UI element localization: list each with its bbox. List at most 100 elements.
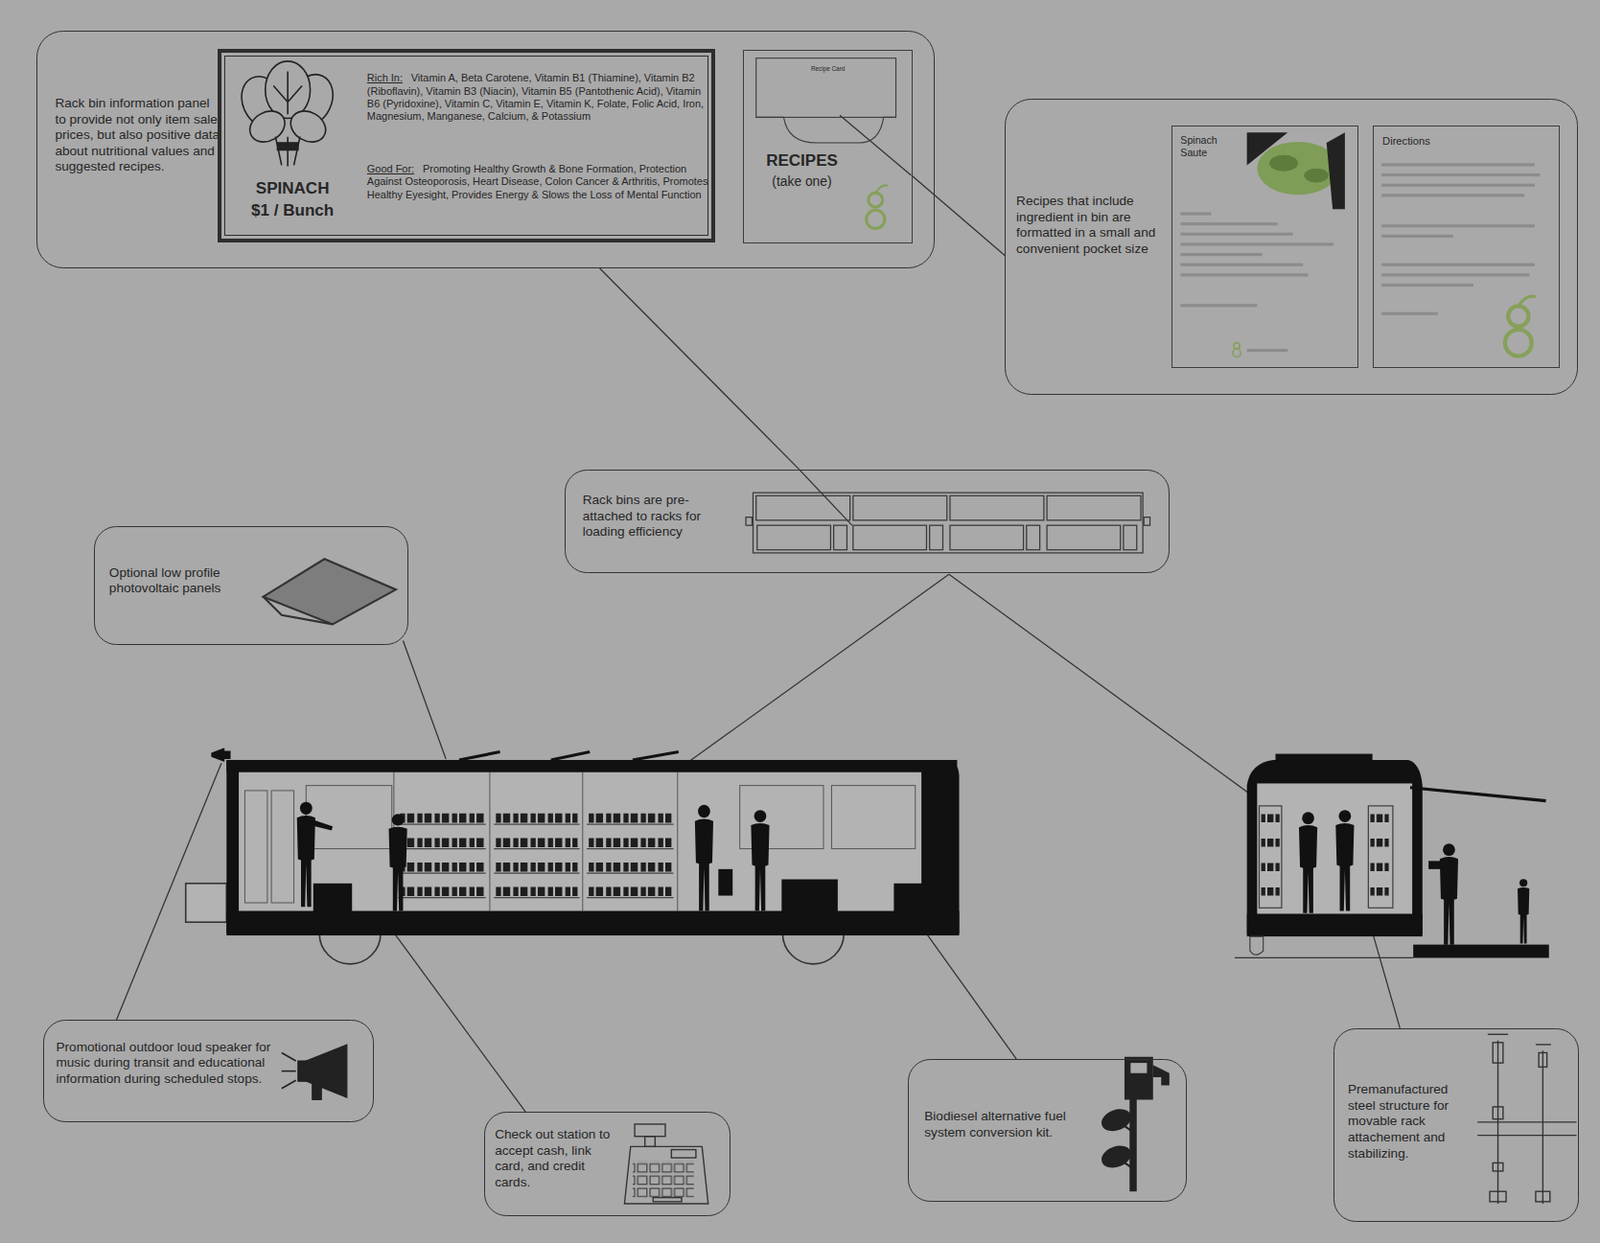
bus-rear-view-part [1275, 754, 1373, 766]
bus-side-view-part-part [493, 897, 580, 899]
callout-box: Biodiesel alternative fuel system conver… [907, 1059, 1187, 1203]
pv-panel-icon-part [263, 558, 396, 625]
illegible-text-part [1381, 224, 1535, 228]
label-text: Promotional outdoor loud speaker for mus… [55, 1040, 271, 1087]
illegible-text-part [1181, 273, 1309, 277]
bus-rear-view-part [1428, 860, 1451, 870]
logo-part [1507, 305, 1529, 326]
bus-side-view-part-part [399, 837, 484, 848]
spinach-drawing-part [273, 71, 302, 116]
logo-part [1232, 348, 1242, 358]
bus-side-view-part [921, 760, 959, 934]
bus-side-view-part [695, 805, 714, 912]
rack-drawing [745, 492, 1151, 554]
illegible-text-part [1381, 162, 1535, 166]
bus-side-view-part-part [586, 872, 673, 874]
bus-side-view-part [397, 824, 673, 899]
logo-part [1505, 329, 1532, 357]
bus-side-view-part-part [399, 886, 484, 897]
callout-box: Premanufactured steel structure for mova… [1333, 1028, 1578, 1223]
bus-side-view-part-part [493, 872, 580, 874]
label-text: Directions [1382, 135, 1431, 147]
bus-side-view-part [185, 883, 228, 923]
label-text: Optional low profile photovoltaic panels [109, 565, 222, 597]
steel-structure-drawing [1477, 1034, 1577, 1205]
recipe-pocket-part [756, 58, 897, 118]
text-block: RECIPES [743, 151, 860, 172]
logo-part [875, 185, 888, 193]
bus-side-view-part-part [397, 823, 487, 825]
bus-rear-view-part [1335, 810, 1354, 911]
bus-side-view-part-part [271, 790, 294, 904]
illegible-text [1181, 162, 1541, 352]
cash-register-icon-part [634, 1124, 666, 1137]
cash-register-icon-part [652, 1198, 682, 1203]
logo [1232, 343, 1242, 358]
text-block: Biodiesel alternative fuel system conver… [924, 1109, 1100, 1141]
illegible-text-part [1181, 242, 1335, 246]
bus-side-view-part-part [586, 848, 673, 850]
rack-drawing-part [1143, 517, 1150, 527]
label-text: Promoting Healthy Growth & Bone Formatio… [367, 162, 709, 201]
heading-label: Rich In: [367, 71, 403, 84]
bus-rear-view-part-part [1369, 813, 1391, 823]
bus-side-view-part [226, 911, 959, 937]
bus-rear-view-part [1234, 957, 1414, 959]
illegible-text-part [1181, 222, 1278, 226]
rack-drawing-part [853, 525, 928, 551]
cash-register-icon-part [632, 1160, 695, 1198]
spinach-drawing-part [278, 142, 299, 150]
bus-rear-view-part-part [1261, 887, 1280, 897]
bus-rear-view-part [1410, 788, 1547, 802]
bus-side-view-part [310, 819, 333, 832]
bus-side-view-part [893, 883, 923, 913]
leader-line-part [1369, 925, 1400, 1029]
rack-drawing-part [745, 517, 752, 527]
bus-side-view-part-part [495, 837, 578, 848]
illegible-text-part [1181, 232, 1294, 236]
recipe-photo-part [1303, 168, 1329, 184]
bus-side-view-part-part [493, 848, 580, 850]
label-text: Recipe Card [811, 65, 845, 72]
recipe-pocket-part [756, 116, 897, 143]
bus-side-view [185, 747, 960, 965]
bus-rear-view-part [1250, 936, 1264, 955]
illegible-text-part [1381, 184, 1535, 187]
bus-side-view-part-part [588, 837, 672, 848]
illegible-text-part [1247, 348, 1289, 352]
cash-register-icon-part [671, 1150, 696, 1160]
cash-register-icon [624, 1124, 708, 1205]
megaphone-icon [281, 1044, 348, 1100]
text-block: (take one) [743, 173, 860, 190]
spinach-drawing-part [265, 61, 311, 119]
bus-side-view-part [718, 869, 733, 897]
bus-rear-view-part-part [1258, 806, 1281, 908]
bus-side-view-part-part [588, 862, 672, 873]
illegible-text-part [1181, 253, 1263, 256]
rack-drawing-part [757, 525, 832, 551]
bus-side-view-part-part [495, 886, 578, 897]
text-block: Recipes that include ingredient in bin a… [1016, 193, 1172, 257]
bus-side-view-part [781, 880, 838, 913]
bus-side-view-part [459, 751, 679, 761]
megaphone-icon-part [281, 1070, 297, 1073]
illegible-text-part [1381, 312, 1438, 316]
rack-drawing-part [1026, 525, 1041, 551]
text-block: Rack bins are pre-attached to racks for … [582, 492, 739, 541]
bus-rear-view-part [1439, 843, 1459, 945]
biodiesel-icon-part [1115, 1120, 1131, 1168]
bus-side-view-part-part [495, 862, 578, 873]
rack-drawing-part [756, 495, 851, 521]
illegible-text-part [1381, 173, 1540, 177]
illegible-text-part [1381, 234, 1454, 238]
text-block: Directions [1382, 135, 1464, 149]
steel-structure-drawing-part [1542, 1050, 1544, 1205]
recipe-photo-part [1247, 132, 1347, 209]
illegible-text-part [1381, 263, 1535, 267]
rack-drawing-part [1046, 525, 1121, 551]
callout-box: Rack bins are pre-attached to racks for … [564, 469, 1170, 575]
callout-box: Rack bin information panel to provide no… [36, 30, 935, 269]
label-text: $1 / Bunch [251, 201, 334, 220]
label-text: Vitamin A, Beta Carotene, Vitamin B1 (Th… [367, 71, 704, 122]
